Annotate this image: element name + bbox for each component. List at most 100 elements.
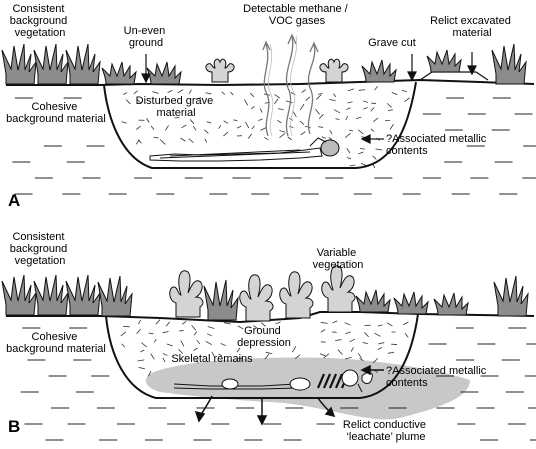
fill-dash (221, 91, 226, 95)
vegetation-a (1, 43, 527, 85)
fill-dash (347, 101, 353, 104)
label-methane: Detectable methane / VOC gases (243, 3, 351, 27)
label-skeletal-remains: Skeletal remains (171, 353, 253, 365)
fill-dash (165, 125, 169, 131)
fill-dash (346, 157, 352, 160)
fill-dash (177, 89, 184, 94)
fill-dash (315, 108, 320, 115)
fill-dash (401, 90, 408, 92)
fill-dash (260, 127, 267, 131)
fill-dash (277, 108, 284, 111)
fill-dash (207, 326, 215, 329)
fill-dash (290, 92, 296, 96)
fill-dash (387, 351, 395, 354)
fill-dash (359, 147, 365, 150)
grave-fill-texture-b (120, 319, 409, 377)
fill-dash (337, 349, 343, 355)
fill-dash (318, 126, 324, 128)
fill-dash (386, 103, 392, 108)
fill-dash (141, 342, 147, 348)
fill-dash (373, 117, 379, 122)
label-ground-depression: Ground depression (237, 325, 291, 349)
ground-surface-a (6, 78, 535, 87)
fill-dash (329, 98, 336, 102)
fill-dash (264, 136, 269, 141)
label-uneven-ground: Un-even ground (124, 25, 169, 49)
fill-dash (146, 118, 150, 123)
fill-dash (344, 356, 352, 360)
fill-dash (370, 107, 375, 112)
fill-dash (333, 93, 337, 98)
fill-dash (137, 359, 145, 362)
fill-dash (305, 96, 311, 101)
fill-dash (251, 125, 255, 130)
fill-dash (294, 354, 301, 360)
fill-dash (253, 325, 258, 330)
fill-dash (152, 91, 159, 94)
fill-dash (259, 108, 263, 113)
fill-dash (148, 332, 154, 335)
fill-dash (285, 100, 293, 104)
fill-dash (166, 343, 173, 347)
fill-dash (300, 131, 306, 136)
buried-body-a (149, 137, 340, 162)
fill-dash (386, 322, 393, 327)
fill-dash (335, 339, 342, 341)
fill-dash (277, 119, 282, 124)
fill-dash (332, 320, 338, 324)
fill-dash (358, 151, 364, 155)
fill-dash (347, 88, 355, 92)
fill-dash (224, 322, 231, 325)
fill-dash (245, 121, 250, 129)
fill-dash (370, 128, 375, 132)
fill-dash (335, 118, 340, 120)
grave-cut-outline-a (103, 81, 417, 169)
fill-dash (389, 124, 394, 130)
fill-dash (204, 138, 208, 143)
fill-dash (288, 125, 294, 128)
fill-dash (375, 148, 383, 151)
grave-cut-outline-b (105, 313, 419, 399)
fill-dash (123, 92, 128, 95)
label-metallic-b: ?Associated metallic contents (386, 365, 489, 389)
fill-dash (346, 147, 351, 154)
fill-dash (147, 370, 152, 377)
fill-dash (279, 133, 286, 138)
fill-dash (233, 119, 238, 121)
fill-dash (316, 94, 322, 100)
panel-letter-a: A (8, 191, 20, 210)
fill-dash (205, 92, 212, 95)
label-consistent-vegetation-a: Consistent background vegetation (10, 3, 71, 39)
fill-dash (279, 130, 286, 133)
fill-dash (374, 85, 378, 91)
fill-dash (358, 89, 366, 91)
fill-dash (125, 99, 131, 105)
fill-dash (153, 136, 159, 139)
fill-dash (191, 325, 197, 331)
panel-b: Consistent background vegetation Variabl… (1, 231, 536, 443)
fill-dash (345, 132, 351, 138)
fill-dash (320, 329, 326, 333)
fill-dash (138, 366, 145, 370)
fill-dash (345, 116, 349, 120)
fill-dash (188, 138, 194, 143)
fill-dash (220, 343, 226, 346)
fill-dash (136, 99, 142, 104)
fill-dash (192, 125, 197, 131)
fill-dash (162, 353, 168, 356)
fill-dash (251, 105, 255, 110)
fill-dash (120, 331, 127, 337)
fill-dash (359, 358, 364, 361)
fill-dash (264, 353, 270, 360)
label-disturbed-grave: Disturbed grave material (136, 95, 217, 119)
fill-dash (218, 353, 223, 357)
fill-dash (135, 125, 141, 130)
fill-dash (236, 125, 242, 129)
fill-dash (362, 341, 368, 345)
soil-texture-a (12, 97, 536, 195)
fill-dash (180, 340, 185, 347)
fill-dash (357, 129, 364, 135)
fill-dash (329, 130, 333, 135)
vegetation-b (1, 265, 529, 322)
